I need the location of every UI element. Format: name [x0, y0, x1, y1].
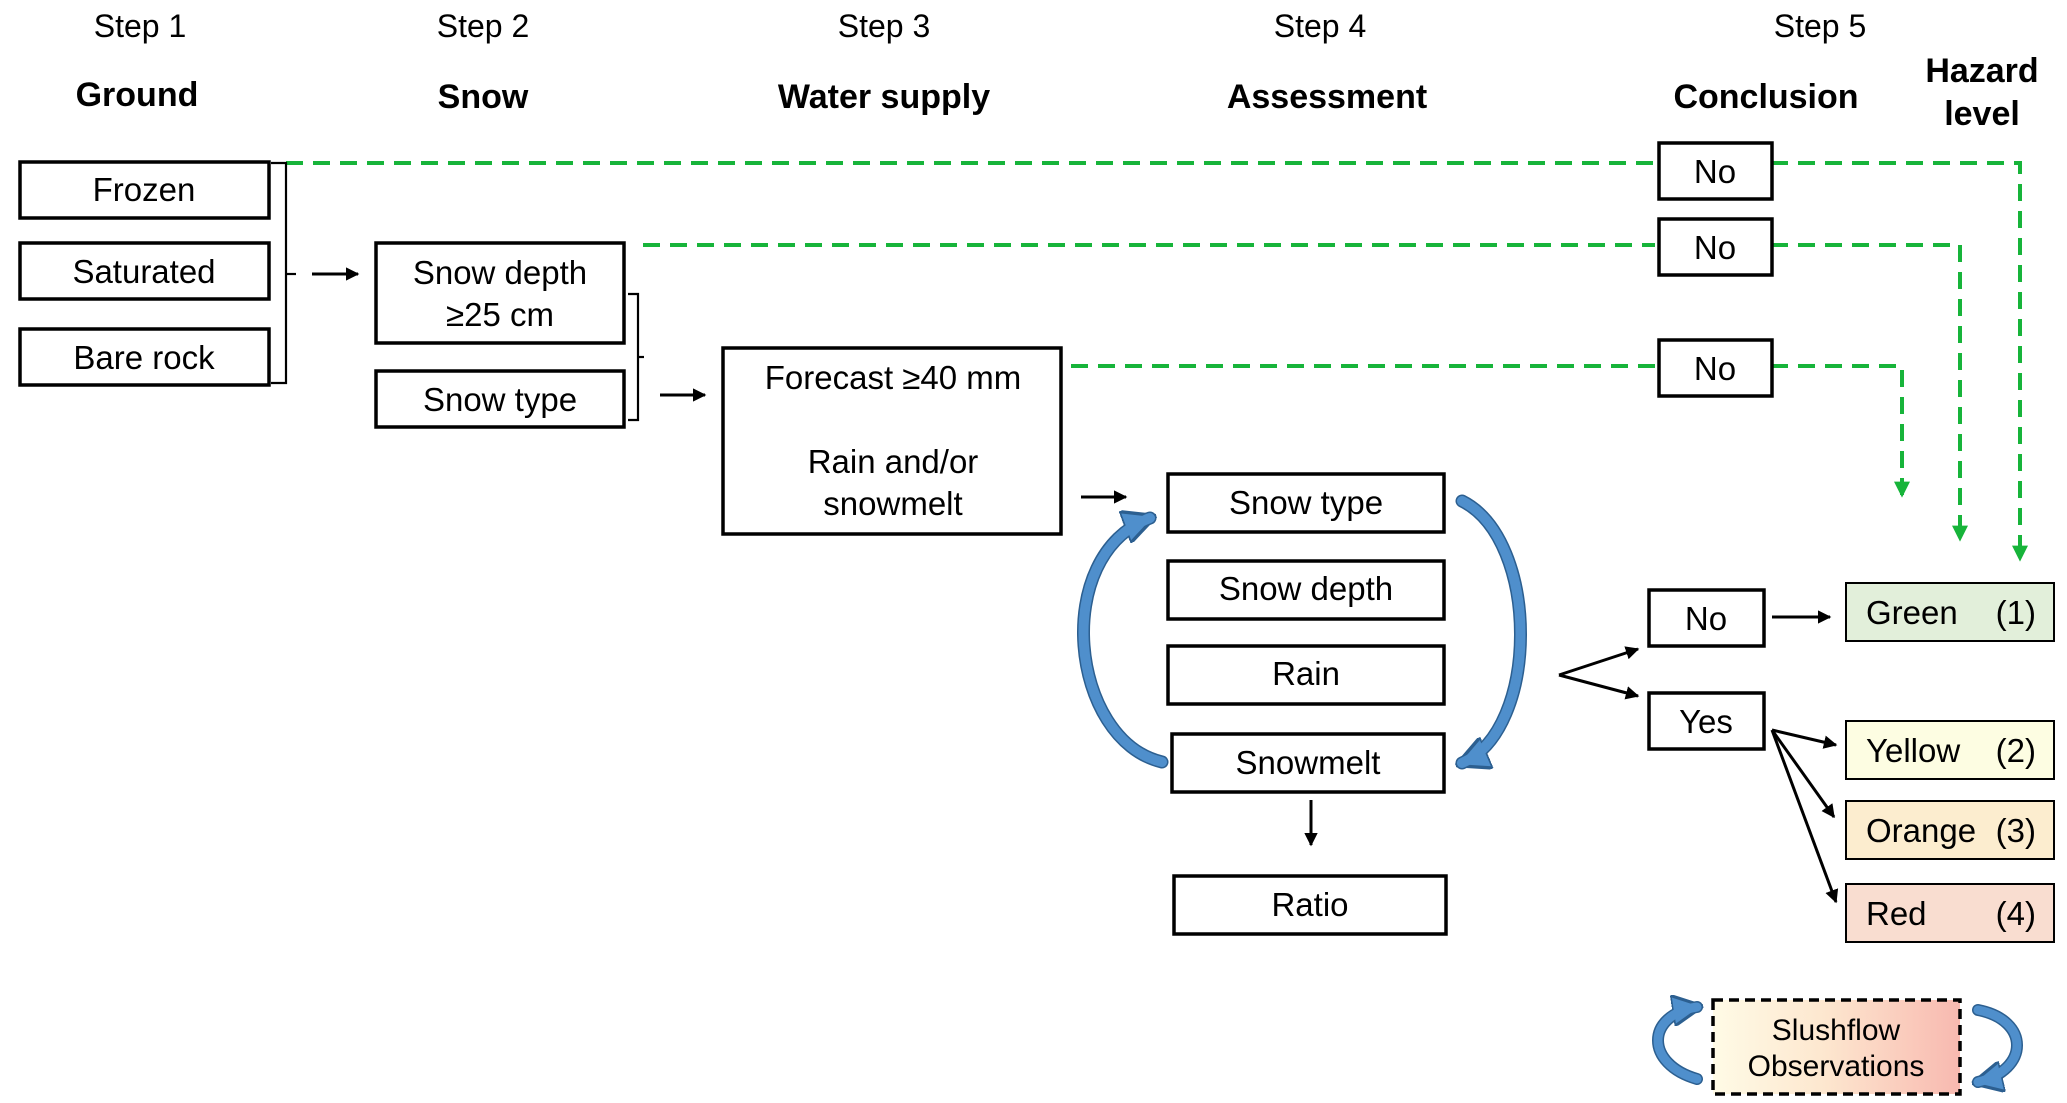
- legend-line2: Observations: [1748, 1050, 1925, 1083]
- no-label-3: No: [1694, 350, 1736, 387]
- snow-depth-line2: ≥25 cm: [446, 296, 554, 333]
- hazard-orange-name: Orange: [1866, 812, 1976, 849]
- step3-title: Water supply: [778, 78, 990, 116]
- assess-snowmelt-label: Snowmelt: [1236, 744, 1381, 781]
- step4-title: Assessment: [1227, 78, 1427, 116]
- assess-snow-depth-label: Snow depth: [1219, 570, 1393, 607]
- snow-type-label: Snow type: [423, 381, 577, 418]
- snow-depth-box: [374, 241, 626, 345]
- step3-label: Step 3: [838, 8, 931, 44]
- hazard-header-line1: Hazard: [1925, 52, 2038, 90]
- no3-to-green-dashed-arrow: [1771, 364, 1910, 498]
- hazard-yellow-level: (2): [1996, 732, 2036, 769]
- step2-label: Step 2: [437, 8, 530, 44]
- cycle-left-arrow-outline: [1077, 518, 1169, 769]
- assess-rain-label: Rain: [1272, 655, 1340, 692]
- no-box-2: [1657, 217, 1774, 277]
- hazard-red-box: [1845, 883, 2055, 943]
- water-supply-box: [721, 346, 1063, 536]
- rain-snowmelt-line2: snowmelt: [823, 485, 962, 522]
- cycle-right-arrow: [1457, 496, 1526, 768]
- legend-right-cycle-arrow: [1973, 1005, 2022, 1087]
- forecast-label: Forecast ≥40 mm: [765, 359, 1022, 396]
- step1-label: Step 1: [94, 8, 187, 44]
- hazard-header-line2: level: [1944, 95, 2020, 133]
- hazard-orange-box: [1845, 800, 2055, 860]
- frozen-label: Frozen: [93, 171, 196, 208]
- no2-to-green-dashed-arrow: [1771, 243, 1968, 542]
- hazard-orange-level: (3): [1996, 812, 2036, 849]
- hazard-yellow-box: [1845, 720, 2055, 780]
- no-label-1: No: [1694, 153, 1736, 190]
- step4-label: Step 4: [1274, 8, 1367, 44]
- no-box-final: [1647, 588, 1766, 648]
- ratio-box: [1172, 874, 1448, 936]
- assessment-to-no-arrow: [1558, 646, 1640, 677]
- no-box-1: [1657, 141, 1774, 201]
- rain-snowmelt-line1: Rain and/or: [808, 443, 979, 480]
- step5-label: Step 5: [1774, 8, 1867, 44]
- assess-snow-type-box: [1166, 472, 1446, 534]
- cycle-left-arrow: [1078, 513, 1167, 767]
- hazard-red-name: Red: [1866, 895, 1927, 932]
- frozen-box: [18, 160, 271, 220]
- assess-snowmelt-box: [1170, 732, 1446, 794]
- hazard-yellow-name: Yellow: [1866, 732, 1960, 769]
- snow-depth-line1: Snow depth: [413, 254, 587, 291]
- no-label-2: No: [1694, 229, 1736, 266]
- hazard-green-name: Green: [1866, 594, 1958, 631]
- legend-left-cycle-arrow: [1653, 1002, 1702, 1084]
- step5-title: Conclusion: [1673, 78, 1858, 116]
- hazard-green-box: [1845, 582, 2055, 642]
- bare-rock-box: [18, 327, 271, 387]
- bare-rock-label: Bare rock: [73, 339, 215, 376]
- no-box-3: [1657, 338, 1774, 398]
- saturated-box: [18, 241, 271, 301]
- assess-snow-depth-box: [1166, 559, 1446, 621]
- ground-bracket: [271, 161, 288, 385]
- step1-title: Ground: [76, 76, 199, 114]
- slushflow-observations-box: [1711, 998, 1962, 1096]
- snow-bracket: [628, 292, 640, 422]
- assessment-to-yes-arrow: [1558, 673, 1640, 700]
- yes-to-yellow-arrow: [1771, 728, 1838, 749]
- yes-box: [1647, 691, 1766, 751]
- hazard-red-level: (4): [1996, 895, 2036, 932]
- assess-snow-type-label: Snow type: [1229, 484, 1383, 521]
- assess-rain-box: [1166, 644, 1446, 706]
- no1-to-green-dashed-arrow: [1771, 161, 2028, 562]
- legend-line1: Slushflow: [1772, 1014, 1901, 1047]
- snow-type-box: [374, 369, 626, 429]
- yes-to-red-arrow: [1770, 729, 1839, 904]
- hazard-green-level: (1): [1996, 594, 2036, 631]
- ratio-label: Ratio: [1271, 886, 1348, 923]
- yes-label: Yes: [1679, 703, 1733, 740]
- cycle-right-arrow-outline: [1462, 494, 1527, 763]
- saturated-label: Saturated: [72, 253, 215, 290]
- no-label-final: No: [1685, 600, 1727, 637]
- yes-to-orange-arrow: [1770, 729, 1836, 819]
- step2-title: Snow: [438, 78, 529, 116]
